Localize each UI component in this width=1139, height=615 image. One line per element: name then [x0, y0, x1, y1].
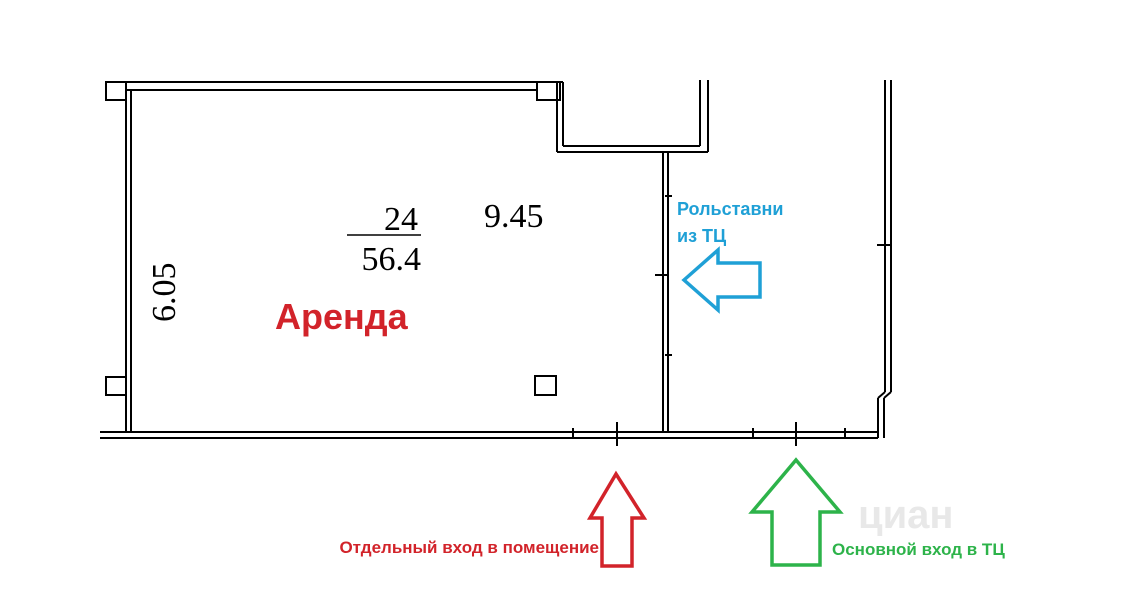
watermark: циан [858, 493, 954, 537]
shutters-label-line1: Рольставни [677, 199, 783, 219]
room-number: 24 [384, 201, 418, 238]
separate-entrance-label: Отдельный вход в помещение [339, 538, 599, 557]
shutters-arrow-icon [681, 246, 762, 314]
room-area: 56.4 [362, 241, 422, 278]
shutters-label-line2: из ТЦ [677, 226, 727, 246]
room-length-label: 9.45 [484, 198, 544, 235]
separate-entrance-arrow-icon [586, 470, 648, 568]
main-entrance-arrow-icon [748, 457, 844, 567]
room-width-label: 6.05 [146, 263, 183, 323]
main-entrance-label: Основной вход в ТЦ [832, 540, 1005, 559]
rent-title: Аренда [275, 296, 409, 337]
walls [100, 80, 892, 446]
